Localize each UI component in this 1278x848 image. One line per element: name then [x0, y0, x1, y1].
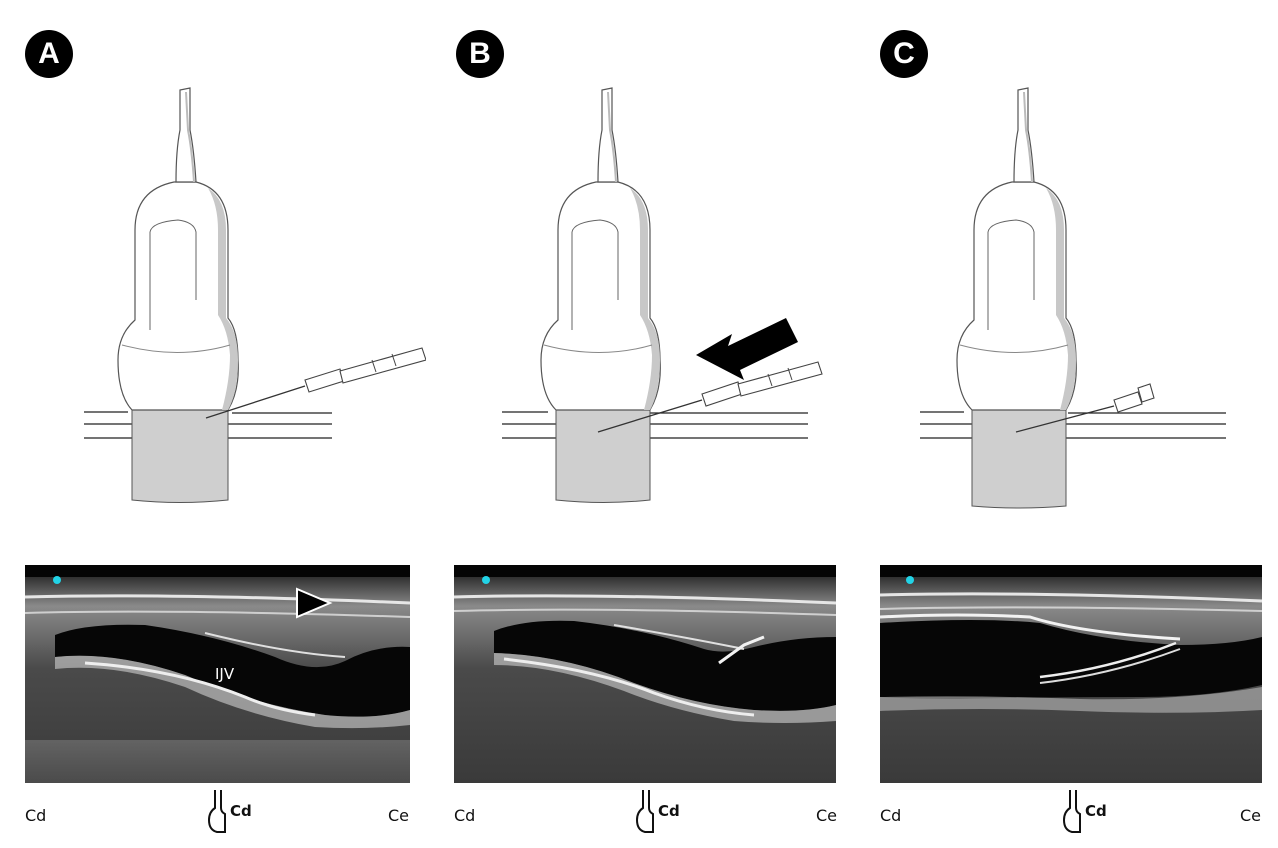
ultrasound-image	[454, 565, 836, 783]
probe-illustration	[426, 0, 852, 520]
probe-orientation-label: Cd	[658, 802, 680, 820]
probe-orientation-label: Cd	[230, 802, 252, 820]
left-orientation-label: Cd	[454, 806, 475, 825]
right-orientation-label: Ce	[816, 806, 837, 825]
orientation-dot	[53, 576, 61, 584]
right-orientation-label: Ce	[1240, 806, 1261, 825]
panel-b: B	[426, 0, 852, 848]
orientation-dot	[482, 576, 490, 584]
left-orientation-label: Cd	[880, 806, 901, 825]
probe-icon	[631, 788, 661, 836]
probe-icon	[1058, 788, 1088, 836]
probe-orientation-label: Cd	[1085, 802, 1107, 820]
probe-illustration	[852, 0, 1278, 520]
probe-illustration	[0, 0, 426, 520]
advance-arrow	[696, 318, 798, 380]
ultrasound-image: IJV	[25, 565, 410, 783]
left-orientation-label: Cd	[25, 806, 46, 825]
probe-icon	[203, 788, 233, 836]
panel-c: C	[852, 0, 1278, 848]
panel-a: A	[0, 0, 426, 848]
orientation-dot	[906, 576, 914, 584]
right-orientation-label: Ce	[388, 806, 409, 825]
ultrasound-image	[880, 565, 1262, 783]
vessel-label: IJV	[215, 665, 234, 683]
